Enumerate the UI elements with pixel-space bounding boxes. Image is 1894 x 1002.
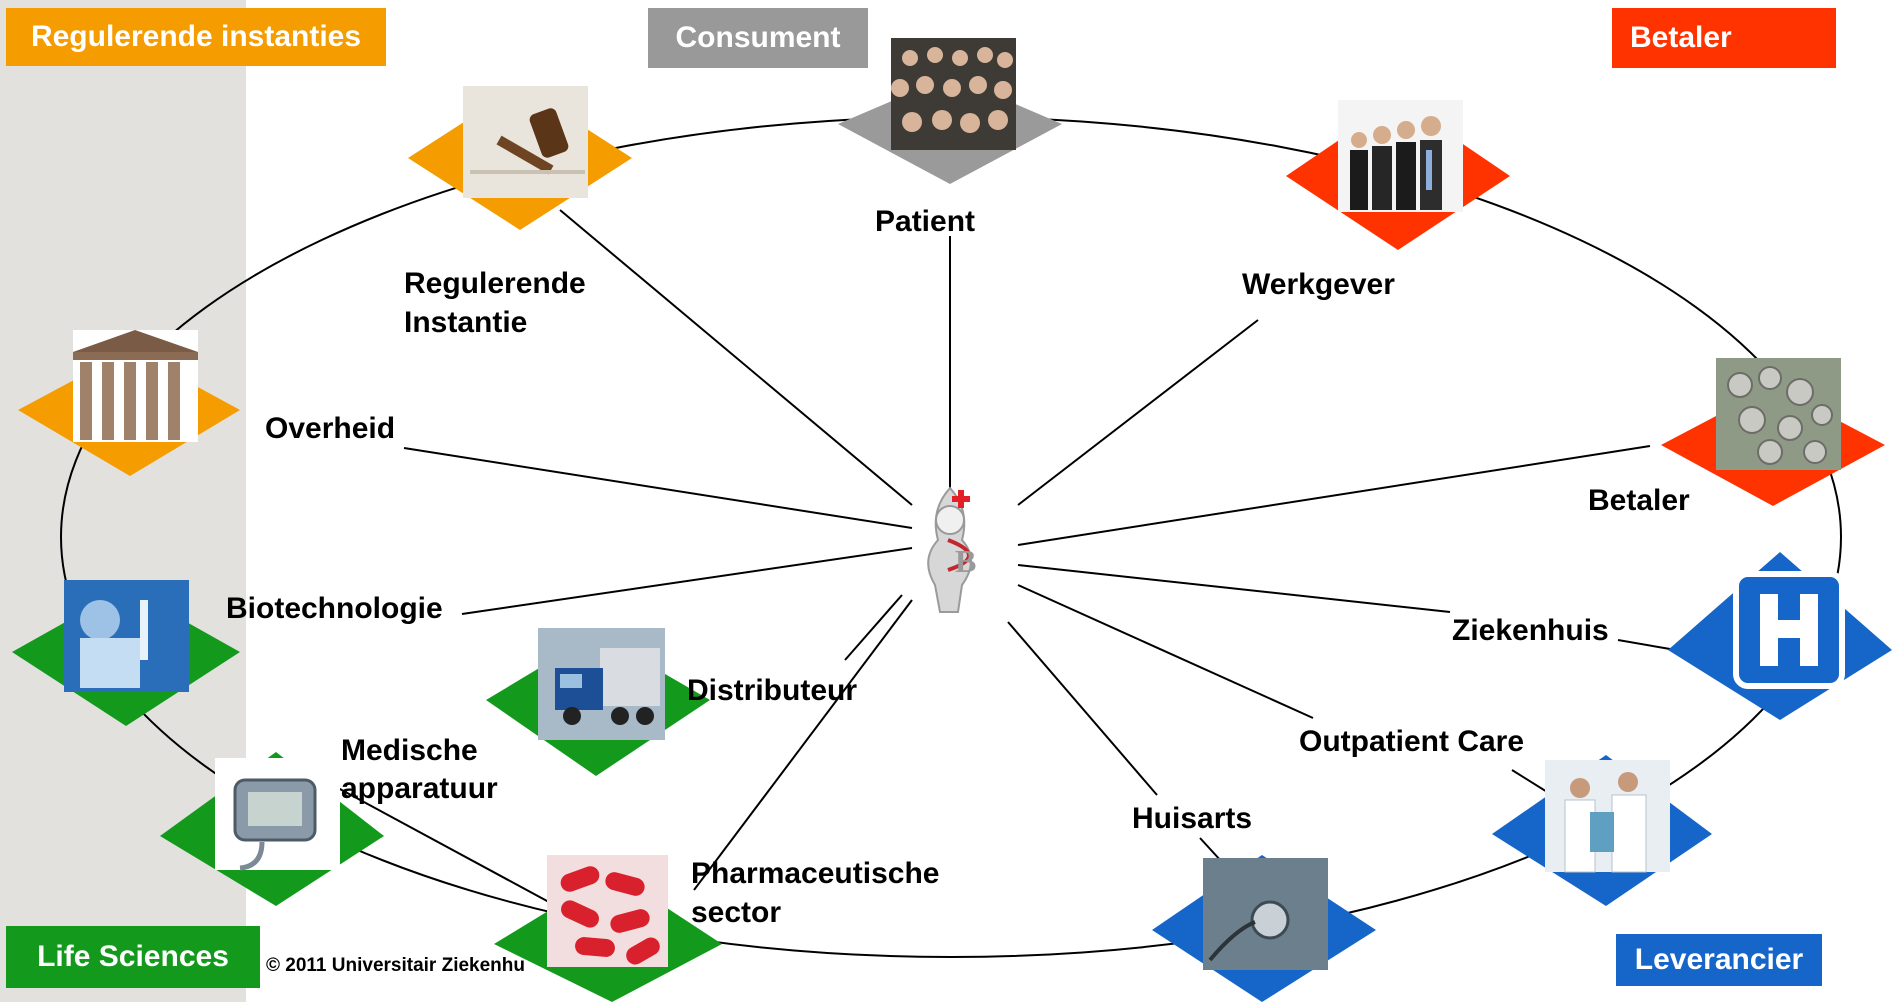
label-distributeur: Distributeur	[687, 674, 857, 707]
spoke-biotech	[461, 547, 913, 615]
node-ziekenhuis	[1668, 552, 1892, 720]
label-pharma-line1: Pharmaceutische	[691, 857, 939, 890]
label-pharma-line2: sector	[691, 896, 781, 929]
label-outpatient-care: Outpatient Care	[1299, 725, 1524, 758]
label-medische-line1: Medische	[341, 734, 478, 767]
spoke-outpatient	[1017, 584, 1314, 719]
node-werkgever	[1286, 100, 1510, 250]
category-consument: Consument	[648, 8, 868, 68]
edge-medische-pharma	[337, 787, 561, 909]
label-betaler: Betaler	[1588, 484, 1690, 517]
label-ziekenhuis: Ziekenhuis	[1452, 614, 1609, 647]
node-distributeur	[486, 628, 710, 776]
label-overheid: Overheid	[265, 412, 395, 445]
node-overheid	[18, 330, 240, 476]
label-biotechnologie: Biotechnologie	[226, 592, 443, 625]
node-huisarts	[1152, 855, 1376, 1002]
category-leverancier: Leverancier	[1616, 934, 1822, 986]
spoke-ziekenhuis	[1017, 564, 1451, 613]
node-regulerende-instantie	[408, 86, 632, 230]
node-patient	[838, 38, 1062, 184]
node-outpatient-care	[1492, 755, 1712, 906]
spokes	[337, 209, 1671, 909]
spoke-betaler	[1017, 445, 1651, 546]
label-regulerende-line1: Regulerende	[404, 267, 586, 300]
category-life-sciences: Life Sciences	[6, 926, 260, 988]
category-regulerende-instanties: Regulerende instanties	[6, 8, 386, 66]
label-regulerende-line2: Instantie	[404, 306, 527, 339]
spoke-pharma	[693, 599, 913, 891]
label-medische-line2: apparatuur	[341, 772, 498, 805]
svg-text:B: B	[955, 543, 976, 579]
node-labels: Patient Werkgever Betaler Ziekenhuis Out…	[226, 205, 1690, 929]
label-huisarts: Huisarts	[1132, 802, 1252, 835]
node-pharma	[494, 855, 722, 1002]
spoke-huisarts	[1007, 621, 1158, 796]
node-betaler	[1661, 358, 1885, 506]
label-werkgever: Werkgever	[1242, 268, 1395, 301]
spoke-werkgever	[1017, 319, 1259, 506]
category-betaler: Betaler	[1612, 8, 1836, 68]
node-medische-apparatuur	[160, 752, 384, 906]
node-biotechnologie	[12, 580, 240, 726]
spoke-ziekenhuis-tail	[1617, 639, 1671, 650]
spoke-regulerende	[559, 209, 913, 506]
copyright-text: © 2011 Universitair Ziekenhu	[266, 955, 526, 976]
spoke-distributeur	[844, 594, 903, 661]
spoke-overheid	[403, 447, 913, 529]
gavel-icon	[470, 108, 585, 175]
nurse-mascot-icon: B	[927, 486, 976, 613]
label-patient: Patient	[875, 205, 975, 238]
